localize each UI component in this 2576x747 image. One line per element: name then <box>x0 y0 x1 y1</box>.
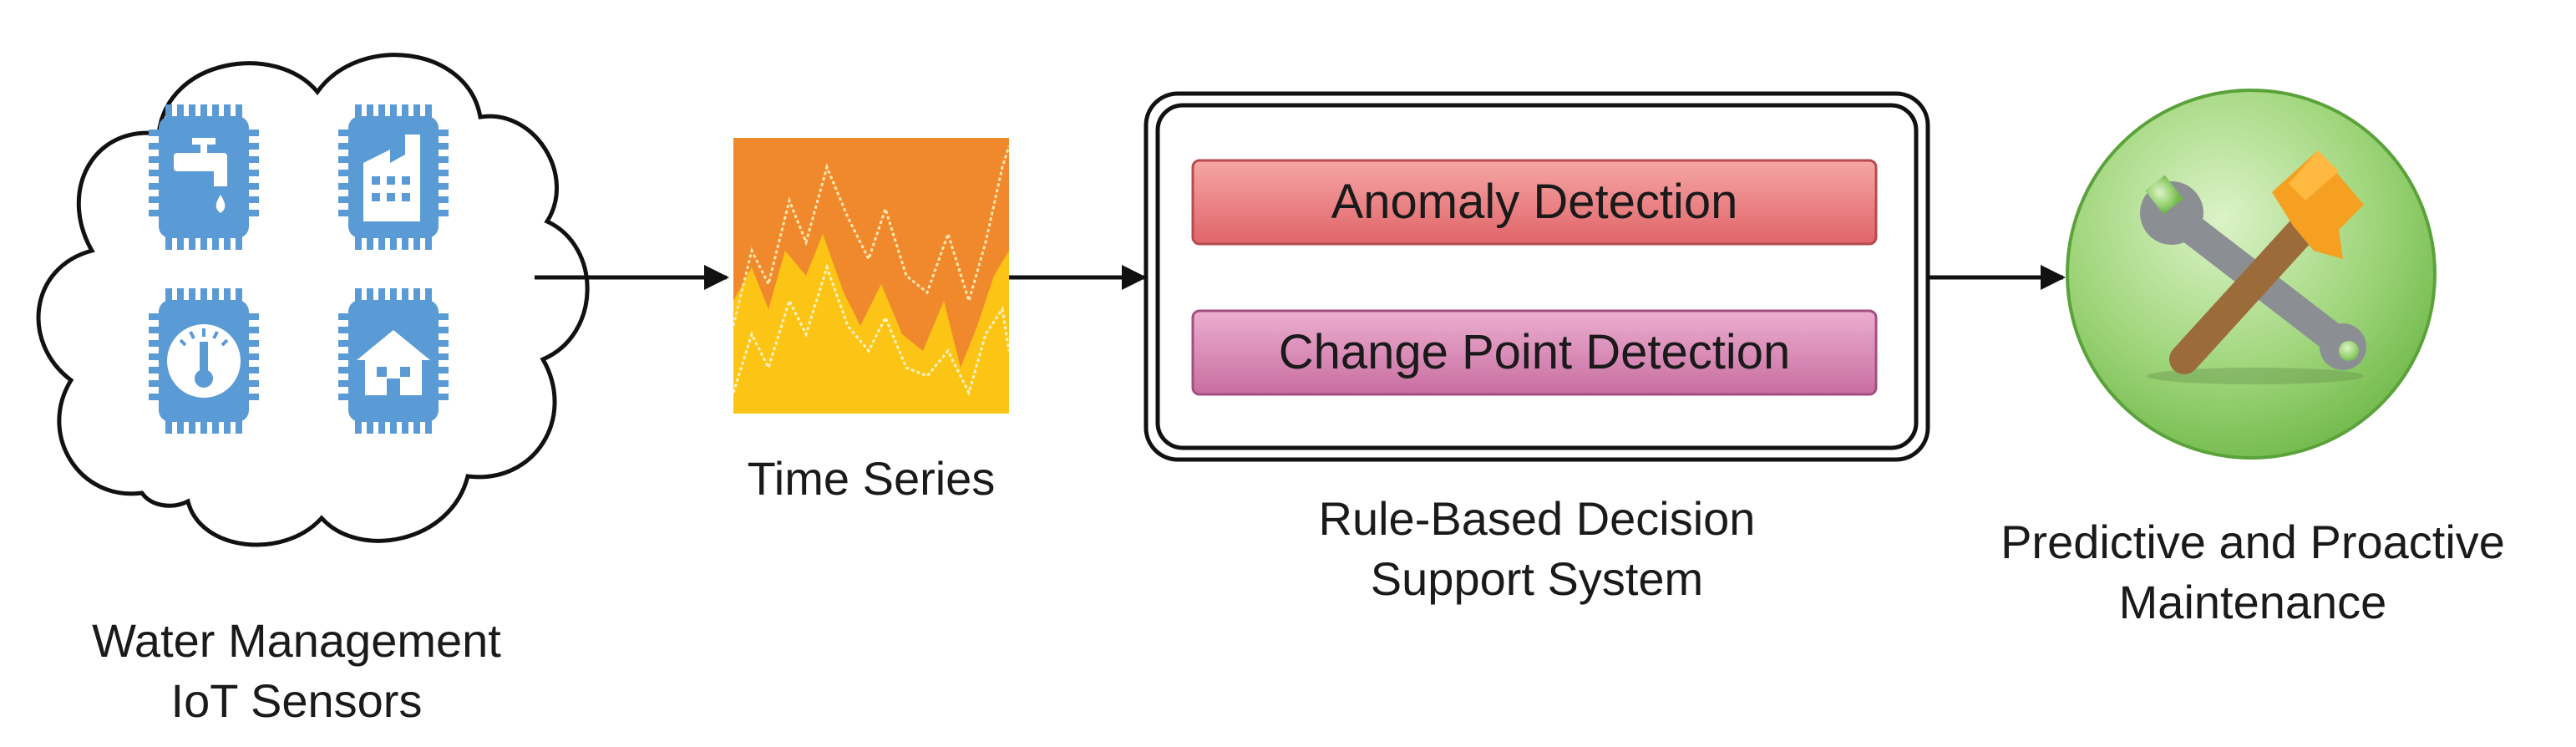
sensor-cloud-group: Water Management IoT Sensors <box>36 53 590 727</box>
maintenance-label-line1: Predictive and Proactive <box>2000 516 2505 568</box>
decision-system-label-line1: Rule-Based Decision <box>1319 492 1756 545</box>
anomaly-detection-button[interactable]: Anomaly Detection <box>1191 159 1878 246</box>
water-tap-chip-icon <box>149 104 259 250</box>
sensors-label-line1: Water Management <box>92 614 501 667</box>
thermometer-chip-icon <box>149 288 259 434</box>
time-series-chart-icon <box>733 138 1009 414</box>
maintenance-label-line2: Maintenance <box>2119 576 2387 628</box>
change-point-detection-label: Change Point Detection <box>1279 325 1791 379</box>
maintenance-node: Predictive and Proactive Maintenance <box>2000 89 2505 628</box>
factory-chip-icon <box>338 104 449 250</box>
time-series-label: Time Series <box>748 452 996 505</box>
house-chip-icon <box>338 288 449 434</box>
cloud-icon <box>36 53 590 547</box>
anomaly-detection-label: Anomaly Detection <box>1331 175 1738 229</box>
wrench-hammer-icon <box>2140 150 2366 384</box>
decision-system-label-line2: Support System <box>1371 552 1703 605</box>
sensors-label-line2: IoT Sensors <box>171 674 423 727</box>
decision-system-box <box>1143 91 1930 462</box>
change-point-detection-button[interactable]: Change Point Detection <box>1191 309 1878 396</box>
